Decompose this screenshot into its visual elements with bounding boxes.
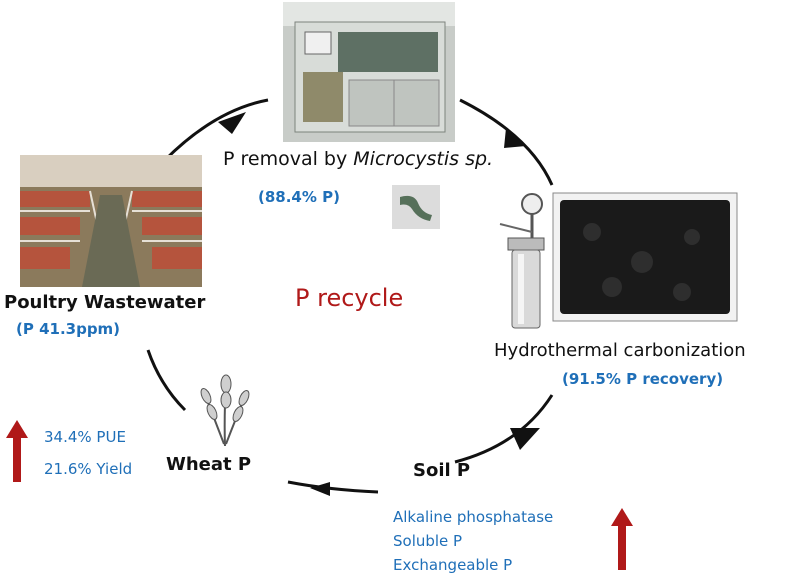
hydrochar-tray-photo [552,192,738,322]
removal-label-prefix: P removal by [223,148,354,170]
soil-label: Soil P [413,460,471,481]
wheat-icon [200,374,250,447]
htc-value: (91.5% P recovery) [562,370,724,388]
wheat-label: Wheat P [166,454,252,475]
soil-effect-soluble: Soluble P [393,532,463,550]
arc-wastewater-to-removal [163,98,269,162]
wheat-effect-yield: 21.6% Yield [44,460,133,478]
arrowhead-top-right [504,128,526,148]
wastewater-value: (P 41.3ppm) [16,320,121,338]
arrowhead-bottom [310,482,330,496]
arc-soil-to-wheat [287,480,379,494]
arc-removal-to-htc [459,98,554,186]
removal-value: (88.4% P) [258,188,340,206]
arc-htc-to-soil [454,394,554,464]
wheat-effect-pue: 34.4% PUE [44,428,126,446]
microcystis-micrograph [392,185,440,229]
increase-arrow-wheat [6,420,28,482]
soil-effect-exchangeable: Exchangeable P [393,556,513,574]
photobioreactor-photo [283,2,455,142]
soil-effect-phosphatase: Alkaline phosphatase [393,508,554,526]
cycle-title: P recycle [295,284,404,312]
removal-label-species: Microcystis sp. [353,148,494,170]
arrowhead-top-left [218,112,246,134]
increase-arrow-soil [611,508,633,570]
wastewater-label: Poultry Wastewater [4,292,206,313]
arc-wheat-to-wastewater [146,349,187,412]
poultry-house-photo [20,155,202,287]
reactor-vessel-icon [499,193,545,329]
removal-label: P removal by Microcystis sp. [223,148,493,170]
arrowhead-soil [510,428,540,450]
htc-label: Hydrothermal carbonization [494,340,746,361]
